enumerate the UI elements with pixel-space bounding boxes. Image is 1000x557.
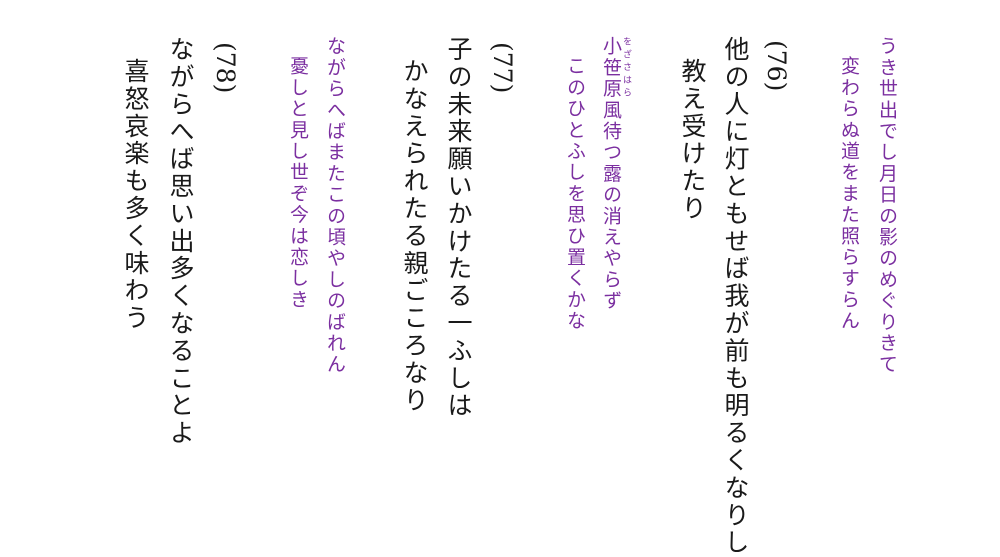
poem-77-main-line-2: かなえられたる親ごころなり (400, 58, 429, 415)
poem-76-main-line-1: 他の人に灯ともせば我が前も明るくなりし (721, 36, 750, 557)
poem-75-gloss-line-2: 変わらぬ道をまた照らすらん (838, 56, 860, 332)
poem-76-number: (76) (762, 40, 791, 92)
poem-77-number: (77) (488, 42, 517, 94)
poem-78-number: (78) (211, 42, 240, 94)
poem-76-gloss-line-1: 小笹原をざさはら風待つ露の消えやらず (600, 36, 631, 312)
poem-77-main-line-1: 子の未来願いかけたる一ふしは (444, 36, 473, 420)
poem-78-main-line-1: ながらへば思い出多くなることよ (166, 36, 195, 447)
poem-77-gloss-line-1: ながらへばまたこの頃やしのばれん (324, 36, 346, 376)
poem-77-gloss-line-2: 憂しと見し世ぞ今は恋しき (287, 56, 309, 311)
ruby-ozasahara: 小笹原をざさはら (600, 36, 631, 100)
gloss-line-1-rest: 風待つ露の消えやらず (600, 99, 622, 312)
poem-78-main-line-2: 喜怒哀楽も多く味わう (121, 58, 150, 332)
ruby-reading: をざさはら (621, 36, 631, 100)
ruby-base: 小笹原 (600, 36, 622, 100)
poem-76-main-line-2: 教え受けたり (678, 58, 707, 223)
poem-76-gloss-line-2: このひとふしを思ひ置くかな (564, 56, 586, 332)
poem-page: うき世出でし月日の影のめぐりきて 変わらぬ道をまた照らすらん (76) 他の人に… (121, 36, 898, 557)
poem-75-gloss-line-1: うき世出でし月日の影のめぐりきて (876, 36, 898, 376)
